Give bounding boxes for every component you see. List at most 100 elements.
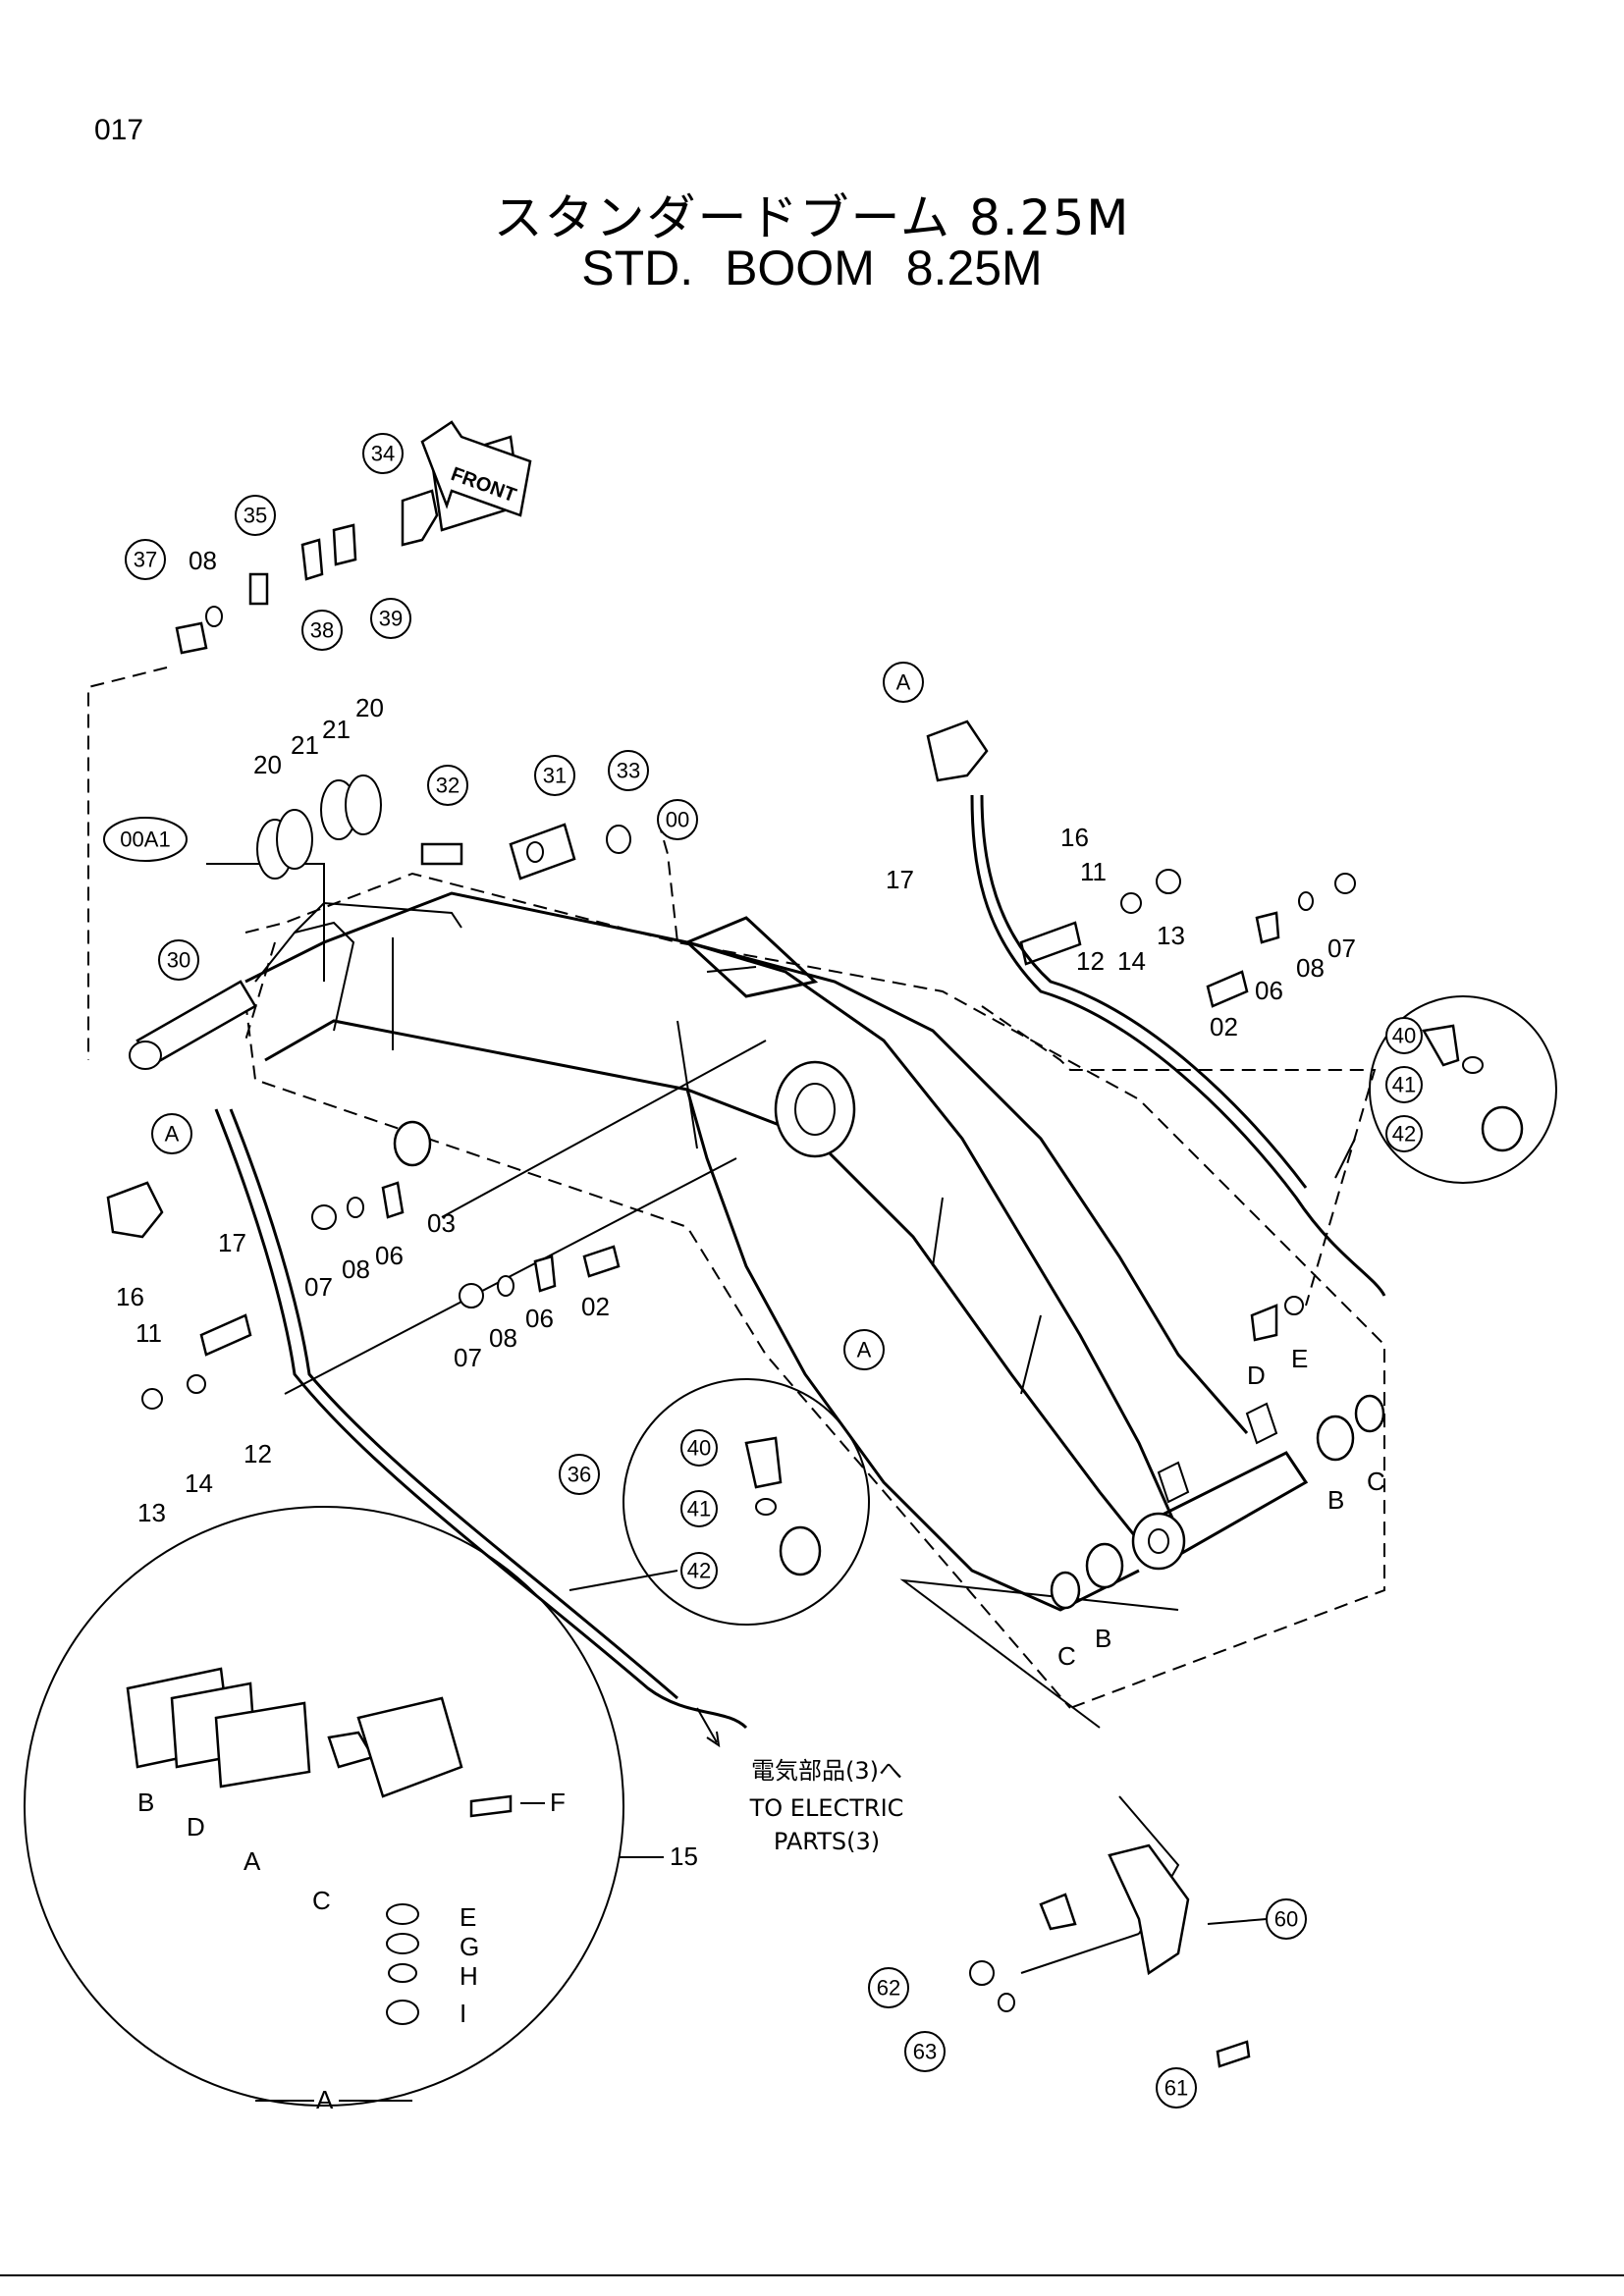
callout-42-middle [680, 1552, 718, 1589]
label-lamp-C: C [312, 1886, 331, 1915]
circled-labels: 00A1 00 30 31 32 33 34 35 36 37 38 39 40… [103, 433, 1423, 2109]
callout-00A1 [103, 817, 188, 862]
callout-41-middle [680, 1490, 718, 1527]
label-12-left: 12 [244, 1439, 272, 1468]
label-08-top: 08 [189, 546, 217, 575]
label-17-right: 17 [886, 865, 914, 894]
label-06-bottom: 06 [525, 1304, 554, 1333]
callout-00 [657, 799, 698, 840]
label-08-mid: 08 [342, 1255, 370, 1284]
callout-36 [559, 1454, 600, 1495]
callout-41-right [1385, 1066, 1423, 1103]
callout-37 [125, 539, 166, 580]
label-lamp-F: F [550, 1788, 566, 1817]
callout-34 [362, 433, 404, 474]
callout-A-left [151, 1113, 192, 1154]
detail-circle-right [1334, 995, 1557, 1184]
label-21-left: 21 [291, 730, 319, 760]
label-02-right: 02 [1210, 1012, 1238, 1041]
callout-label-33: 33 [617, 759, 640, 783]
callout-62 [868, 1967, 909, 2008]
label-B-right: B [1327, 1485, 1344, 1515]
callout-61 [1156, 2067, 1197, 2109]
note-japanese: 電気部品(3)へ [751, 1757, 902, 1785]
label-11-right: 11 [1080, 857, 1107, 886]
label-lamp-H: H [460, 1961, 478, 1991]
diagram-title-english: STD. BOOM 8.25M [581, 240, 1043, 295]
label-C-lower: C [1057, 1641, 1076, 1671]
callout-label-00A1: 00A1 [120, 828, 170, 852]
callout-label-31: 31 [543, 764, 567, 788]
callout-40-right [1385, 1017, 1423, 1054]
pin-assembly-parts [106, 420, 1385, 2068]
callout-35 [235, 495, 276, 536]
label-lamp-A: A [244, 1846, 261, 1876]
label-13-right: 13 [1157, 921, 1185, 950]
label-08-bottom: 08 [489, 1323, 517, 1353]
label-15: 15 [670, 1842, 698, 1871]
callout-label-A-left: A [165, 1122, 180, 1147]
label-03: 03 [427, 1208, 456, 1238]
label-lamp-B: B [137, 1788, 154, 1817]
callout-label-41-right: 41 [1392, 1073, 1416, 1097]
callout-label-35: 35 [244, 504, 267, 528]
callout-label-61: 61 [1164, 2076, 1188, 2101]
hoses-wires [214, 794, 1386, 1730]
callout-label-42-middle: 42 [687, 1559, 711, 1583]
callout-33 [608, 750, 649, 791]
label-06-right: 06 [1255, 976, 1283, 1005]
note-english-line2: PARTS(3) [774, 1828, 880, 1855]
page-number: 017 [94, 114, 144, 146]
label-lamp-D: D [187, 1812, 205, 1842]
callout-label-32: 32 [436, 774, 460, 798]
callout-label-34: 34 [371, 442, 395, 466]
callout-label-00: 00 [666, 808, 689, 832]
label-17-left: 17 [218, 1228, 246, 1257]
callout-38 [301, 610, 343, 651]
callout-label-37: 37 [134, 548, 157, 572]
part-number-labels: 08 20 21 21 20 16 11 17 12 14 13 02 06 0… [116, 546, 1385, 2114]
label-lamp-G: G [460, 1932, 479, 1961]
label-20-right: 20 [355, 693, 384, 722]
detail-circle-lamp [24, 1506, 624, 2107]
callout-label-63: 63 [913, 2040, 937, 2064]
label-lamp-E: E [460, 1902, 476, 1932]
callout-label-41-middle: 41 [687, 1497, 711, 1522]
callout-31 [534, 755, 575, 796]
label-D: D [1247, 1361, 1266, 1390]
callout-label-30: 30 [167, 948, 190, 973]
callout-A-middle [843, 1329, 885, 1370]
label-16-left: 16 [116, 1282, 144, 1311]
callout-30 [158, 939, 199, 981]
label-07-bottom: 07 [454, 1343, 482, 1372]
callout-label-39: 39 [379, 607, 403, 631]
detail-circle-middle [568, 1378, 870, 1626]
label-B-lower: B [1095, 1624, 1111, 1653]
callout-label-60: 60 [1274, 1907, 1298, 1932]
label-detail-A: A [316, 2085, 334, 2114]
callout-32 [427, 765, 468, 806]
callout-label-A-middle: A [857, 1338, 872, 1362]
label-14-left: 14 [185, 1468, 213, 1498]
callout-label-A-top: A [896, 670, 911, 695]
callout-A-top [883, 662, 924, 703]
callout-label-40-middle: 40 [687, 1436, 711, 1461]
callout-42-right [1385, 1115, 1423, 1152]
label-21-right: 21 [322, 715, 351, 744]
callout-label-42-right: 42 [1392, 1122, 1416, 1147]
label-13-left: 13 [137, 1498, 166, 1527]
label-11-left: 11 [135, 1318, 162, 1348]
label-14-right: 14 [1117, 946, 1146, 976]
electric-parts-note: 電気部品(3)へ TO ELECTRIC PARTS(3) [696, 1707, 904, 1855]
callout-63 [904, 2031, 946, 2072]
label-20-left: 20 [253, 750, 282, 779]
callout-label-62: 62 [877, 1976, 900, 2001]
label-08-right: 08 [1296, 953, 1325, 983]
label-E: E [1291, 1344, 1308, 1373]
note-english-line1: TO ELECTRIC [749, 1794, 904, 1822]
label-07-right: 07 [1327, 934, 1356, 963]
label-12-right: 12 [1076, 946, 1105, 976]
callout-label-38: 38 [310, 618, 334, 643]
label-16-right: 16 [1060, 823, 1089, 852]
